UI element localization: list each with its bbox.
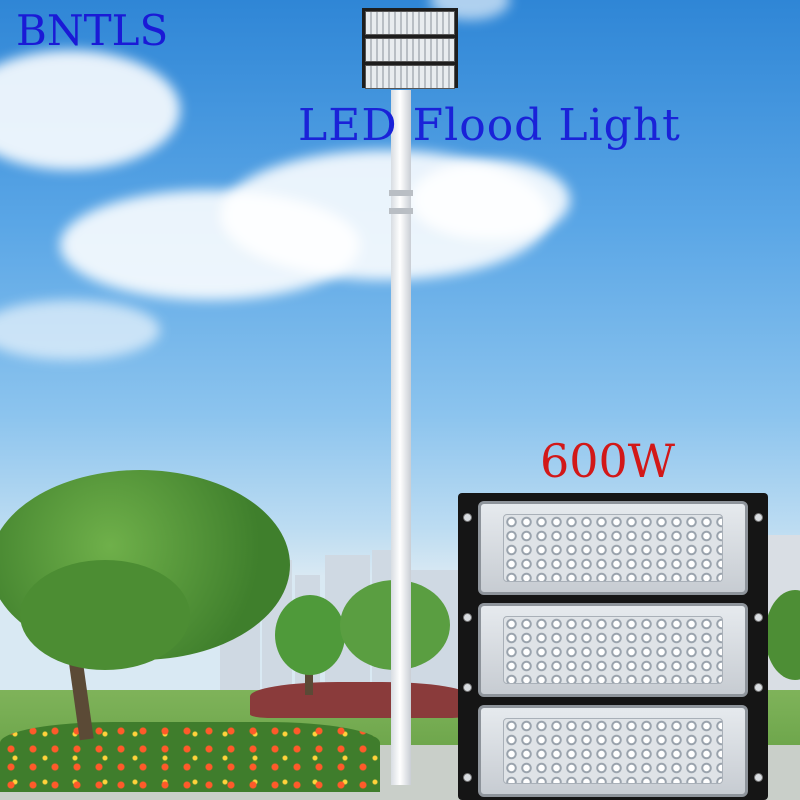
flower-bed [0,722,380,792]
bolt [754,513,763,522]
bolt [463,683,472,692]
bolt [754,683,763,692]
bolt [463,613,472,622]
light-pole [391,90,411,785]
flood-light-fixture [458,493,768,800]
brand-label: BNTLS [16,6,169,55]
hedge [250,682,470,718]
bolt [463,513,472,522]
product-title: LED Flood Light [298,100,681,151]
led-module [365,38,455,62]
tree-foliage [20,560,190,670]
cloud [0,300,160,360]
led-module-middle [478,603,748,697]
led-array [503,616,723,684]
led-array [503,514,723,582]
led-array [503,718,723,784]
pole-joint [389,208,413,214]
bolt [463,773,472,782]
cloud [410,160,570,240]
pole-lamp [362,8,458,89]
cloud [0,50,180,170]
led-module-bottom [478,705,748,797]
led-module [365,65,455,89]
power-rating: 600W [540,434,676,488]
tree-foliage [275,595,345,675]
led-module-top [478,501,748,595]
pole-joint [389,190,413,196]
bolt [754,613,763,622]
bolt [754,773,763,782]
led-module [365,11,455,35]
